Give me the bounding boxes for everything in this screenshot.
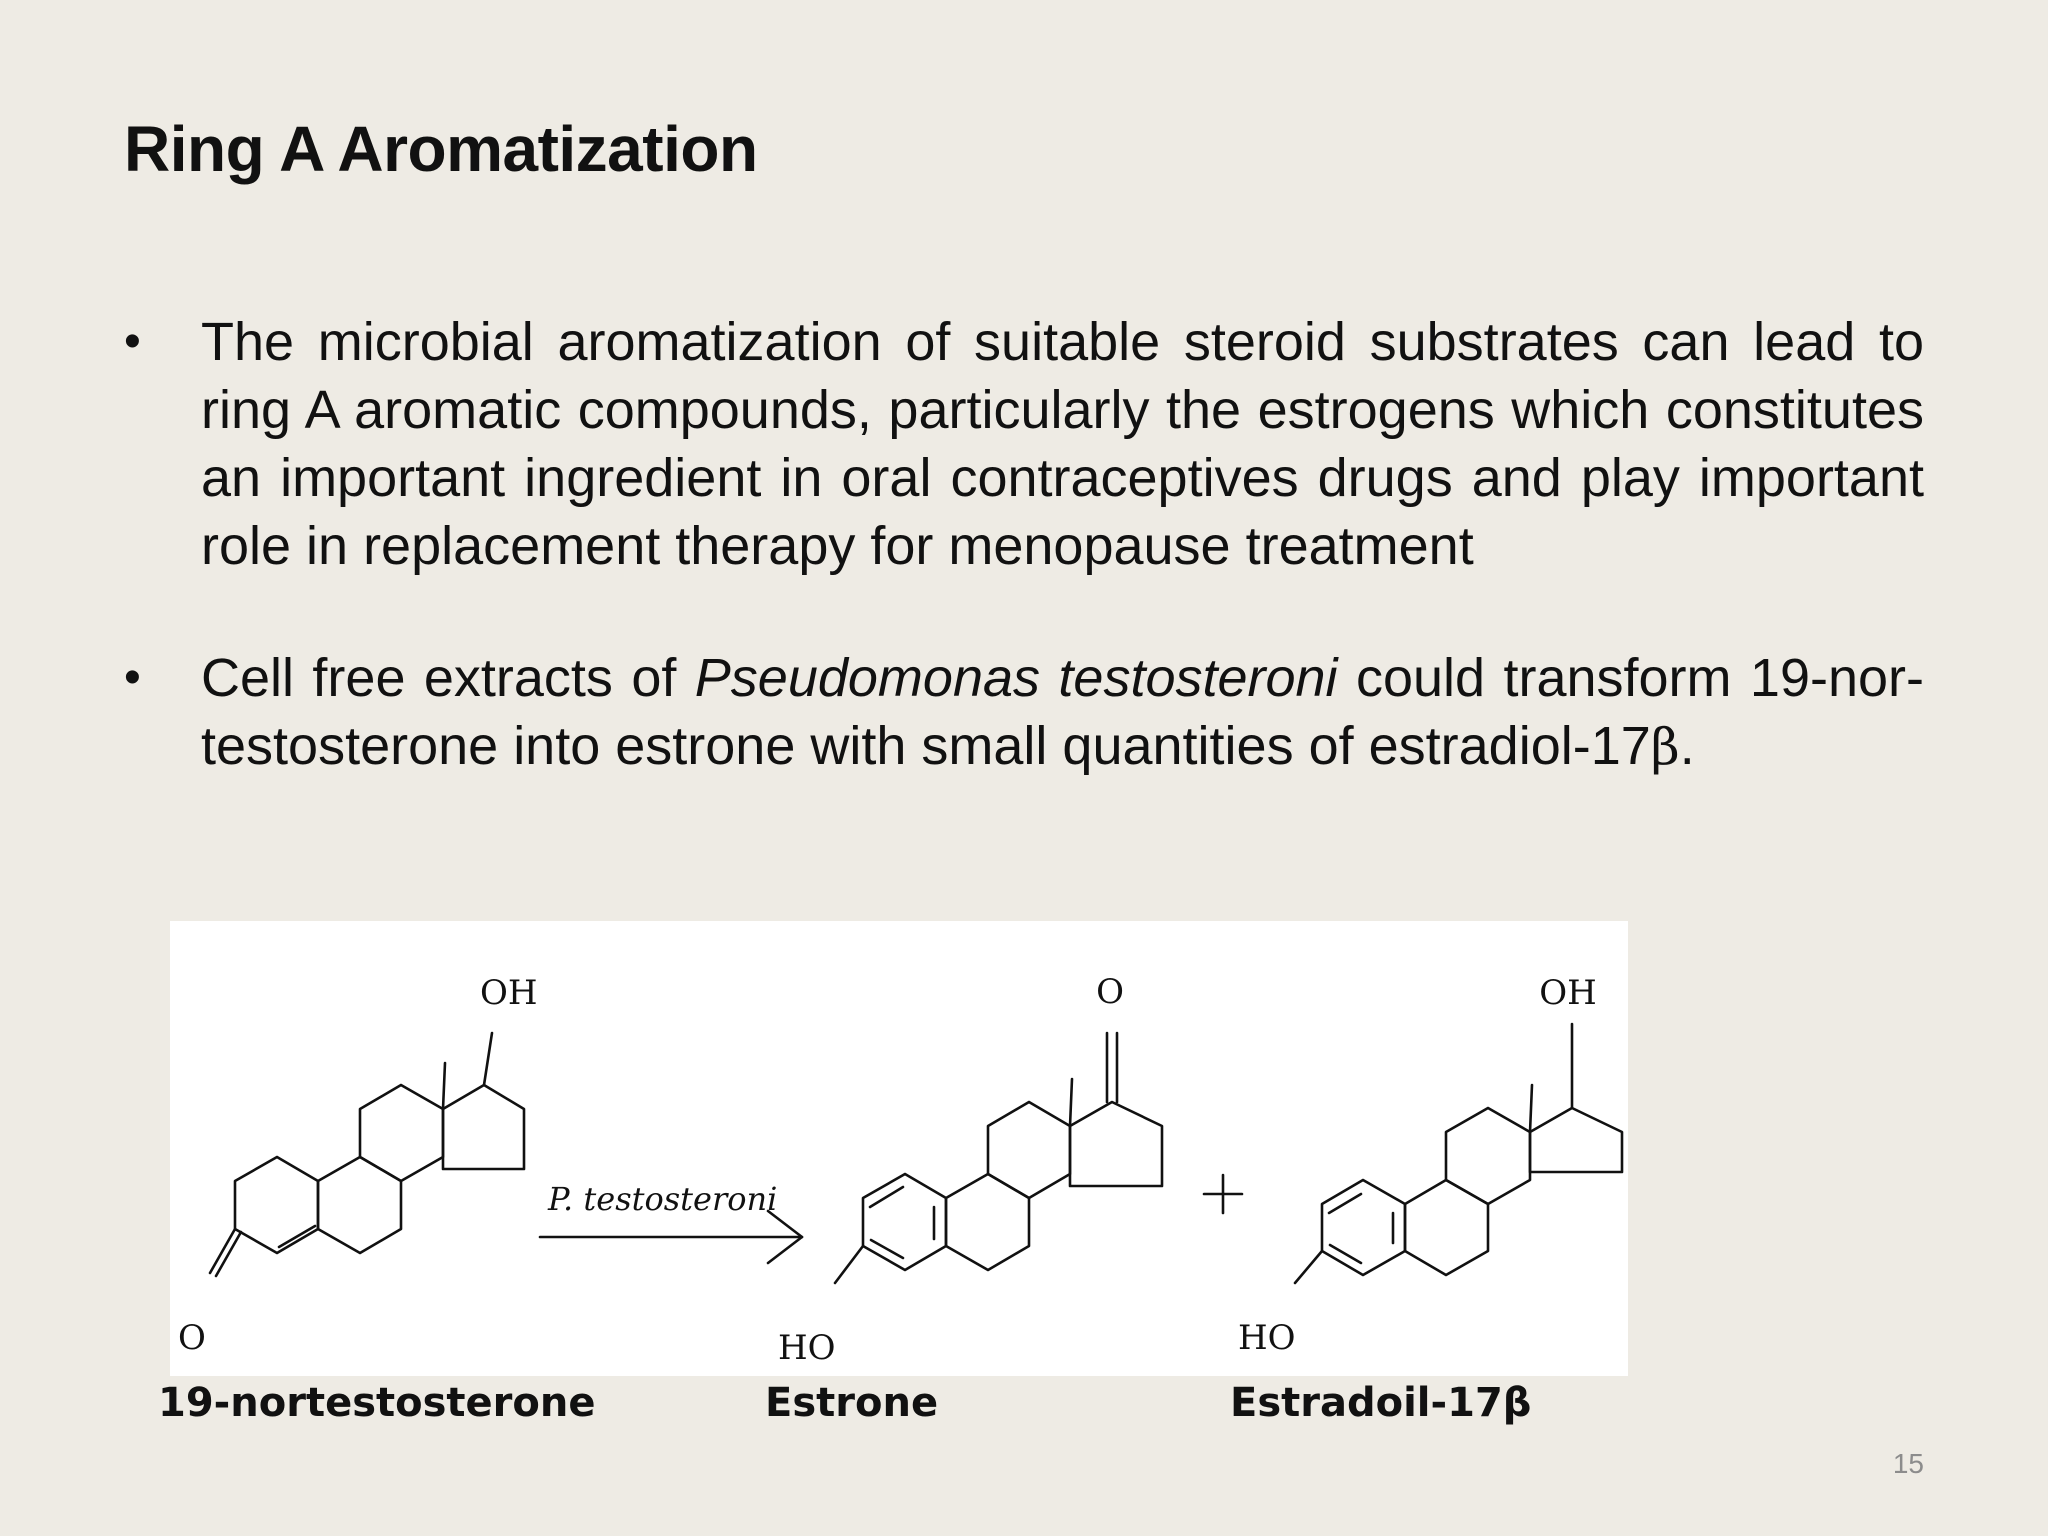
bullet-text-2-pre: Cell free extracts of bbox=[201, 648, 695, 708]
page-number: 15 bbox=[1892, 1448, 1924, 1479]
oh-label-1: OH bbox=[480, 973, 538, 1013]
reaction-arrow bbox=[538, 1209, 804, 1265]
compound-captions: 19-nortestosterone Estrone Estradoil-17β bbox=[0, 1380, 2048, 1440]
o-label-1: O bbox=[178, 1318, 206, 1358]
nortestosterone-structure bbox=[208, 1031, 526, 1278]
bullet-text-2: Cell free extracts of Pseudomonas testos… bbox=[201, 644, 1924, 781]
ho-label-2: HO bbox=[778, 1328, 836, 1368]
caption-nortestosterone: 19-nortestosterone bbox=[158, 1380, 596, 1426]
caption-estradiol: Estradoil-17β bbox=[1230, 1380, 1532, 1426]
slide-title: Ring A Aromatization bbox=[124, 113, 758, 185]
beta-symbol: β bbox=[1650, 718, 1680, 776]
organism-name: Pseudomonas testosteroni bbox=[694, 648, 1338, 708]
plus-sign bbox=[1202, 1173, 1244, 1215]
estradiol-structure bbox=[1293, 1022, 1624, 1285]
bullet-list: • The microbial aromatization of suitabl… bbox=[124, 308, 1924, 845]
reaction-figure: OH O P. testosteroni O HO OH HO bbox=[170, 921, 1628, 1376]
bullet-dot: • bbox=[124, 651, 141, 704]
bullet-item-2: • Cell free extracts of Pseudomonas test… bbox=[124, 644, 1924, 781]
reagent-label: P. testosteroni bbox=[547, 1180, 777, 1218]
bullet-text-2-post: could transform 19-nor-testosterone into… bbox=[201, 648, 1924, 776]
bullet-text-2-end: . bbox=[1679, 716, 1695, 776]
caption-estrone: Estrone bbox=[765, 1380, 939, 1426]
reaction-scheme-svg: OH O P. testosteroni O HO OH HO bbox=[178, 972, 1624, 1368]
bullet-text-1: The microbial aromatization of suitable … bbox=[201, 312, 1924, 576]
o-label-2: O bbox=[1096, 972, 1124, 1012]
bullet-item-1: • The microbial aromatization of suitabl… bbox=[124, 308, 1924, 580]
bullet-dot: • bbox=[124, 315, 141, 368]
ho-label-3: HO bbox=[1238, 1318, 1296, 1358]
estrone-structure bbox=[833, 1031, 1164, 1285]
oh-label-3: OH bbox=[1539, 973, 1597, 1013]
